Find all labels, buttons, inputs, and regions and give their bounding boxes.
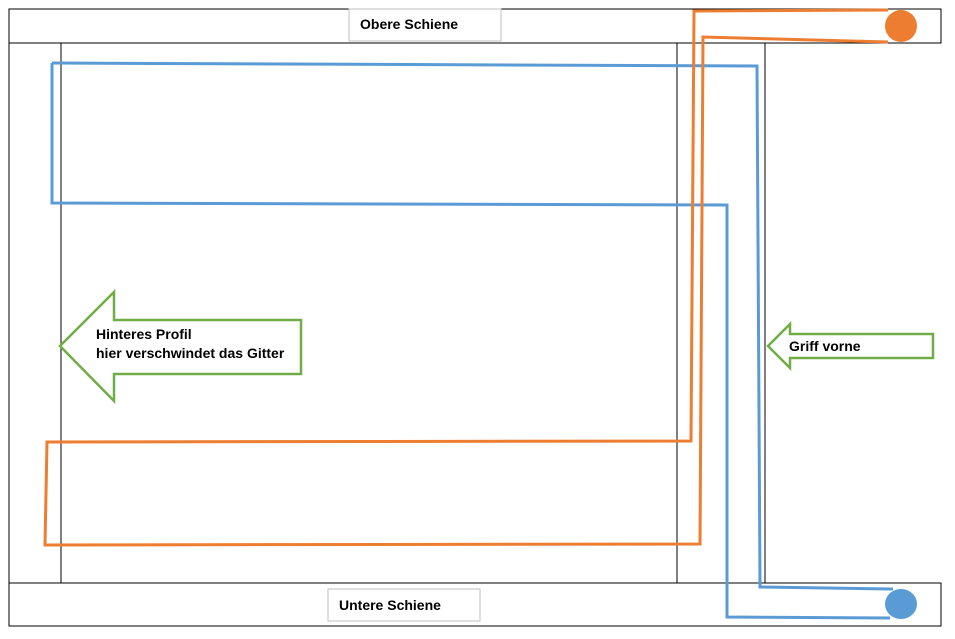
blue-roller-icon <box>885 589 917 619</box>
orange-roller-icon <box>885 10 917 42</box>
rear-profile-label-line1: Hinteres Profil <box>96 326 192 342</box>
handle-front-arrow <box>766 320 935 372</box>
blue-line-upper <box>50 63 891 620</box>
rear-profile-arrow <box>58 288 303 405</box>
orange-line-outer <box>43 8 889 547</box>
rear-profile-label-line2: hier verschwindet das Gitter <box>96 345 285 361</box>
top-rail-label-box <box>348 8 502 42</box>
bottom-rail-label-box <box>327 588 481 622</box>
blue-line-lower <box>51 61 894 591</box>
handle-front-label: Griff vorne <box>789 338 861 354</box>
top-rail-label: Obere Schiene <box>360 16 458 32</box>
bottom-rail-label: Untere Schiene <box>339 597 441 613</box>
